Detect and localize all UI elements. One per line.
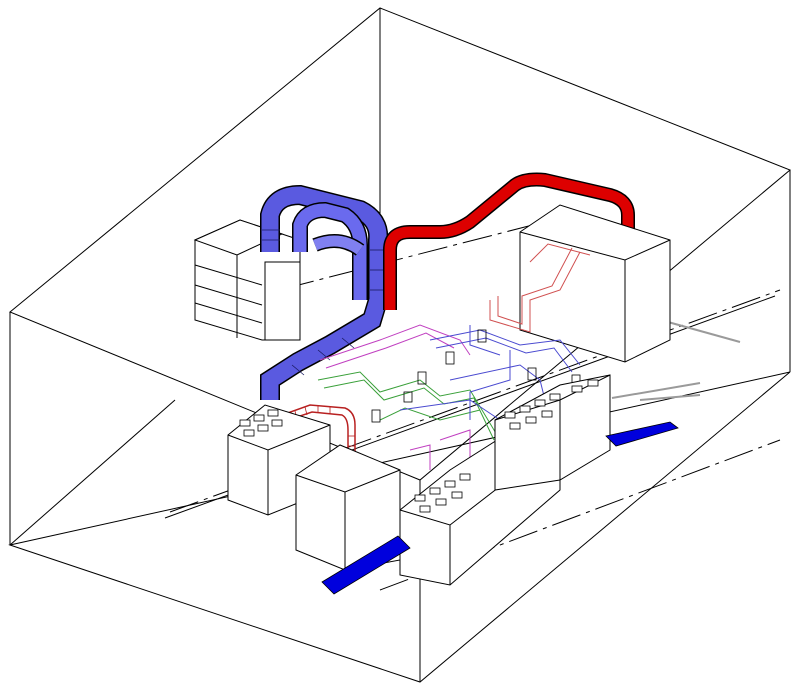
air-handling-unit bbox=[193, 219, 301, 341]
rack-vents-left bbox=[239, 409, 283, 437]
rack-row-right bbox=[494, 374, 611, 491]
rack-vents-front bbox=[414, 473, 471, 513]
piping-network bbox=[317, 243, 591, 470]
floor-rails bbox=[611, 321, 741, 401]
rack-vents-right bbox=[504, 379, 599, 430]
cable-tray-overhead bbox=[267, 404, 356, 460]
floor-supply-arrow-front bbox=[321, 535, 411, 595]
pink-pipe-group bbox=[489, 243, 591, 333]
room-enclosure bbox=[8, 7, 791, 683]
floor-supply-arrow-right bbox=[605, 421, 679, 447]
supply-air-duct bbox=[383, 172, 635, 310]
return-air-duct bbox=[260, 184, 389, 400]
equipment-room-right bbox=[519, 204, 671, 363]
blue-pipe-group bbox=[399, 325, 581, 421]
green-pipe-group bbox=[317, 371, 501, 441]
magenta-pipe-group bbox=[319, 324, 471, 470]
